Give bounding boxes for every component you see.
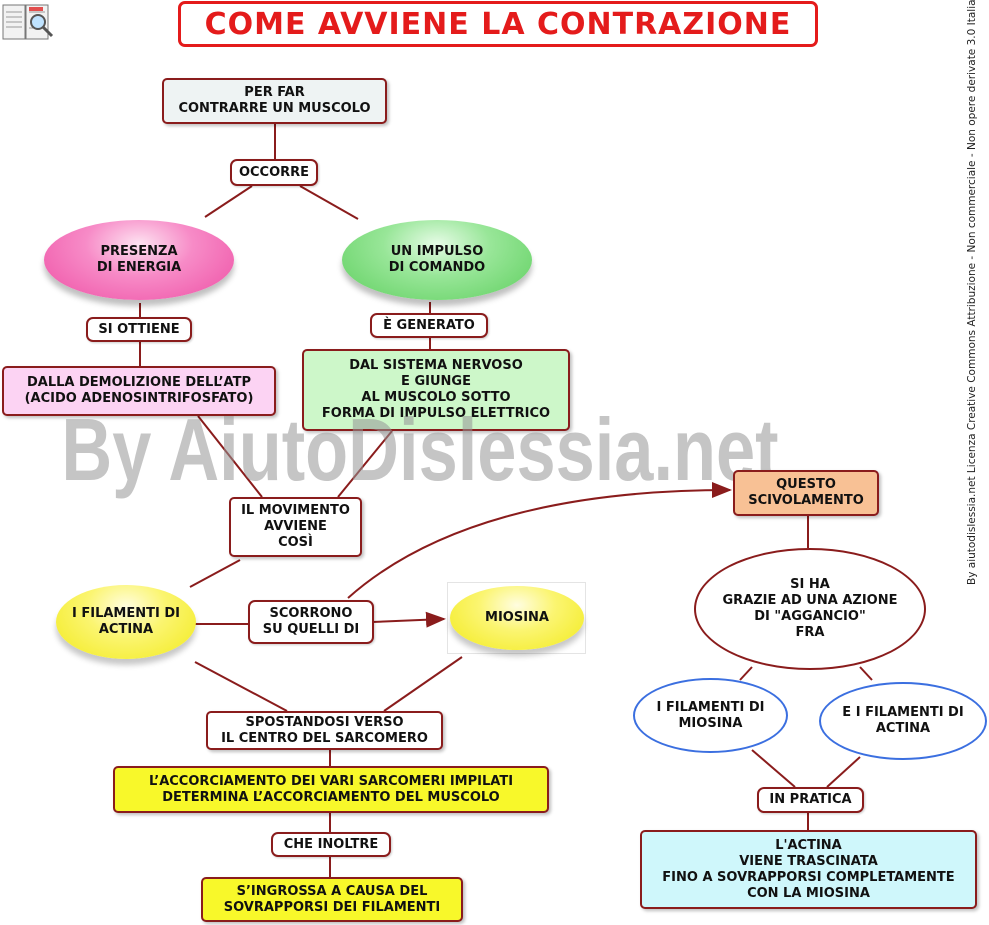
logo bbox=[2, 2, 58, 44]
link-occorre: OCCORRE bbox=[230, 159, 318, 186]
node-miosina: MIOSINA bbox=[450, 586, 584, 650]
book-magnifier-icon bbox=[2, 4, 54, 40]
node-ingrossa: S’INGROSSA A CAUSA DEL SOVRAPPORSI DEI F… bbox=[201, 877, 463, 922]
line-filmiosina-inpratica bbox=[751, 749, 796, 788]
line-scorrono-miosina bbox=[371, 611, 446, 628]
line-sistema-movimento bbox=[337, 430, 393, 498]
line-filactina-inpratica bbox=[826, 756, 861, 788]
node-filamenti-miosina: I FILAMENTI DI MIOSINA bbox=[633, 678, 788, 753]
node-actina-trascinata: L'ACTINA VIENE TRASCINATA FINO A SOVRAPP… bbox=[640, 830, 977, 909]
line-siha-filmiosina bbox=[739, 666, 753, 681]
node-per-far: PER FAR CONTRARRE UN MUSCOLO bbox=[162, 78, 387, 124]
node-atp: DALLA DEMOLIZIONE DELL’ATP (ACIDO ADENOS… bbox=[2, 366, 276, 416]
link-si-ottiene: SI OTTIENE bbox=[86, 317, 192, 342]
link-e-generato: È GENERATO bbox=[370, 313, 488, 338]
line-movimento-actina bbox=[189, 559, 241, 588]
node-spostandosi: SPOSTANDOSI VERSO IL CENTRO DEL SARCOMER… bbox=[206, 711, 443, 750]
license-text: By aiutodislessia.net Licenza Creative C… bbox=[966, 0, 984, 585]
node-impulso-comando: UN IMPULSO DI COMANDO bbox=[342, 220, 532, 300]
line-occorre-presenza bbox=[204, 185, 253, 218]
node-e-filamenti-actina: E I FILAMENTI DI ACTINA bbox=[819, 682, 987, 760]
line-miosina-spostandosi bbox=[383, 656, 463, 712]
link-che-inoltre: CHE INOLTRE bbox=[271, 832, 391, 857]
node-accorciamento: L’ACCORCIAMENTO DEI VARI SARCOMERI IMPIL… bbox=[113, 766, 549, 813]
line-scorrono-questo bbox=[347, 482, 732, 599]
link-scorrono: SCORRONO SU QUELLI DI bbox=[248, 600, 374, 644]
link-in-pratica: IN PRATICA bbox=[757, 787, 864, 813]
node-questo-scivolamento: QUESTO SCIVOLAMENTO bbox=[733, 470, 879, 516]
line-occorre-impulso bbox=[299, 185, 359, 220]
node-filamenti-actina: I FILAMENTI DI ACTINA bbox=[56, 585, 196, 659]
license-label: By aiutodislessia.net Licenza Creative C… bbox=[966, 0, 978, 585]
node-si-ha: SI HA GRAZIE AD UNA AZIONE DI "AGGANCIO"… bbox=[694, 548, 926, 670]
line-actina-spostandosi bbox=[194, 661, 288, 712]
page-title: COME AVVIENE LA CONTRAZIONE bbox=[178, 1, 818, 47]
line-atp-movimento bbox=[197, 415, 263, 498]
node-presenza-energia: PRESENZA DI ENERGIA bbox=[44, 220, 234, 300]
node-sistema-nervoso: DAL SISTEMA NERVOSO E GIUNGE AL MUSCOLO … bbox=[302, 349, 570, 431]
line-siha-filactina bbox=[859, 666, 873, 681]
node-movimento: IL MOVIMENTO AVVIENE COSÌ bbox=[229, 497, 362, 557]
